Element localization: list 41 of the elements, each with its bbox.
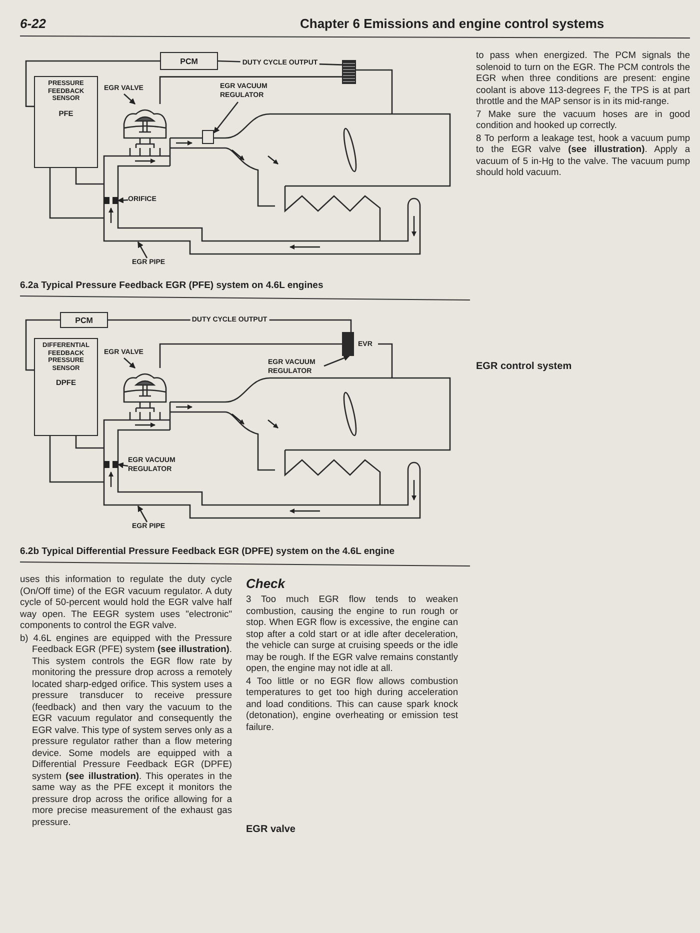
body-paragraph: 7 Make sure the vacuum hoses are in good condition and hooked up correctly. — [476, 108, 690, 132]
body-paragraph: to pass when energized. The PCM signals the solenoid to turn on the EGR. The PCM controls the EGR when three conditions are present: engine coolant is above 113-degrees F, the TPS is at part throttle and the MAP sensor is in its mid-range. — [476, 50, 690, 108]
leader-line — [124, 94, 136, 104]
engine-drawing — [103, 377, 451, 519]
engine-drawing — [103, 113, 451, 255]
leader-line — [324, 355, 350, 367]
body-paragraph: uses this information to regulate the duty cycle (On/Off time) of the EGR vacuum regulator. A duty cycle of 50-percent would hold the EGR valve half way open. The EEGR system uses "electronic" components to control the EGR valve. — [20, 574, 232, 632]
vacuum-hose — [378, 343, 393, 378]
section-heading: EGR control system — [476, 361, 573, 372]
box-label: PCM — [75, 316, 93, 324]
sensor-box — [34, 76, 98, 168]
wire — [25, 60, 160, 108]
section-heading: EGR valve — [246, 824, 296, 834]
body-paragraph: 8 To perform a leakage test, hook a vacuum pump to the EGR valve (see illustration). Apply a vacuum of 5 in-Hg to the valve. The vacuum pump should hold vacuum. — [476, 132, 690, 178]
leader-line — [124, 358, 136, 368]
sensor-hose — [49, 168, 104, 219]
sensor-box — [34, 338, 98, 436]
sensor-hose — [75, 436, 104, 449]
body-paragraph: 3 Too much EGR flow tends to weaken combustion, causing the engine to run rough or stop. When EGR flow is excessive, the engine can stop after a cold start or at idle after deceleration, the vehicle can surge at cruising speeds or the idle may be rough. If the EGR valve remains constantly open, the engine may not idle at all. — [246, 594, 458, 674]
leader-line — [117, 197, 128, 204]
leader-line — [213, 102, 239, 134]
sensor-hose — [49, 436, 104, 483]
vacuum-hose — [159, 76, 342, 104]
page-number: 6-22 — [20, 16, 46, 31]
body-paragraph: b) 4.6L engines are equipped with the Pressure Feedback EGR (PFE) system (see illustration). This system controls the EGR flow rate by monitoring the pressure drop across a remotely located sharp-edged orifice. This system uses a pressure transducer to receive pressure (feedback) and then vary the vacuum to the EGR vacuum regulator and consequently the EGR valve. This type of system serves only as a pressure regulator rather than a flow metering device. Some models are equipped with a Differential Pressure Feedback EGR (DPFE) system (see illustration). This operates in the same way as the PFE except it monitors the pressure drop across the orifice allowing for a more precise measurement of the exhaust gas pressure. — [20, 632, 232, 828]
vacuum-hose — [356, 69, 393, 114]
figure-caption: 6.2b Typical Differential Pressure Feedback EGR (DPFE) system on the 4.6L engine — [20, 546, 394, 557]
figure-caption: 6.2a Typical Pressure Feedback EGR (PFE) system on 4.6L engines — [20, 280, 324, 291]
control-module-box — [160, 52, 218, 70]
section-heading: Check — [246, 576, 286, 591]
leader-line — [137, 505, 148, 522]
chapter-title: Chapter 6 Emissions and engine control systems — [300, 16, 604, 31]
control-module-box — [60, 312, 108, 328]
leader-line — [137, 241, 148, 258]
solenoid-icon — [342, 60, 356, 84]
box-label: PCM — [180, 56, 198, 66]
leader-line — [117, 462, 128, 468]
sensor-hose — [75, 168, 104, 185]
wire — [25, 319, 60, 371]
vacuum-hose — [159, 343, 342, 368]
body-paragraph: 4 Too little or no EGR flow allows combustion temperatures to get too high during acceleration and load conditions. This can cause spark knock (detonation), engine overheating or emission test failure. — [246, 676, 458, 733]
